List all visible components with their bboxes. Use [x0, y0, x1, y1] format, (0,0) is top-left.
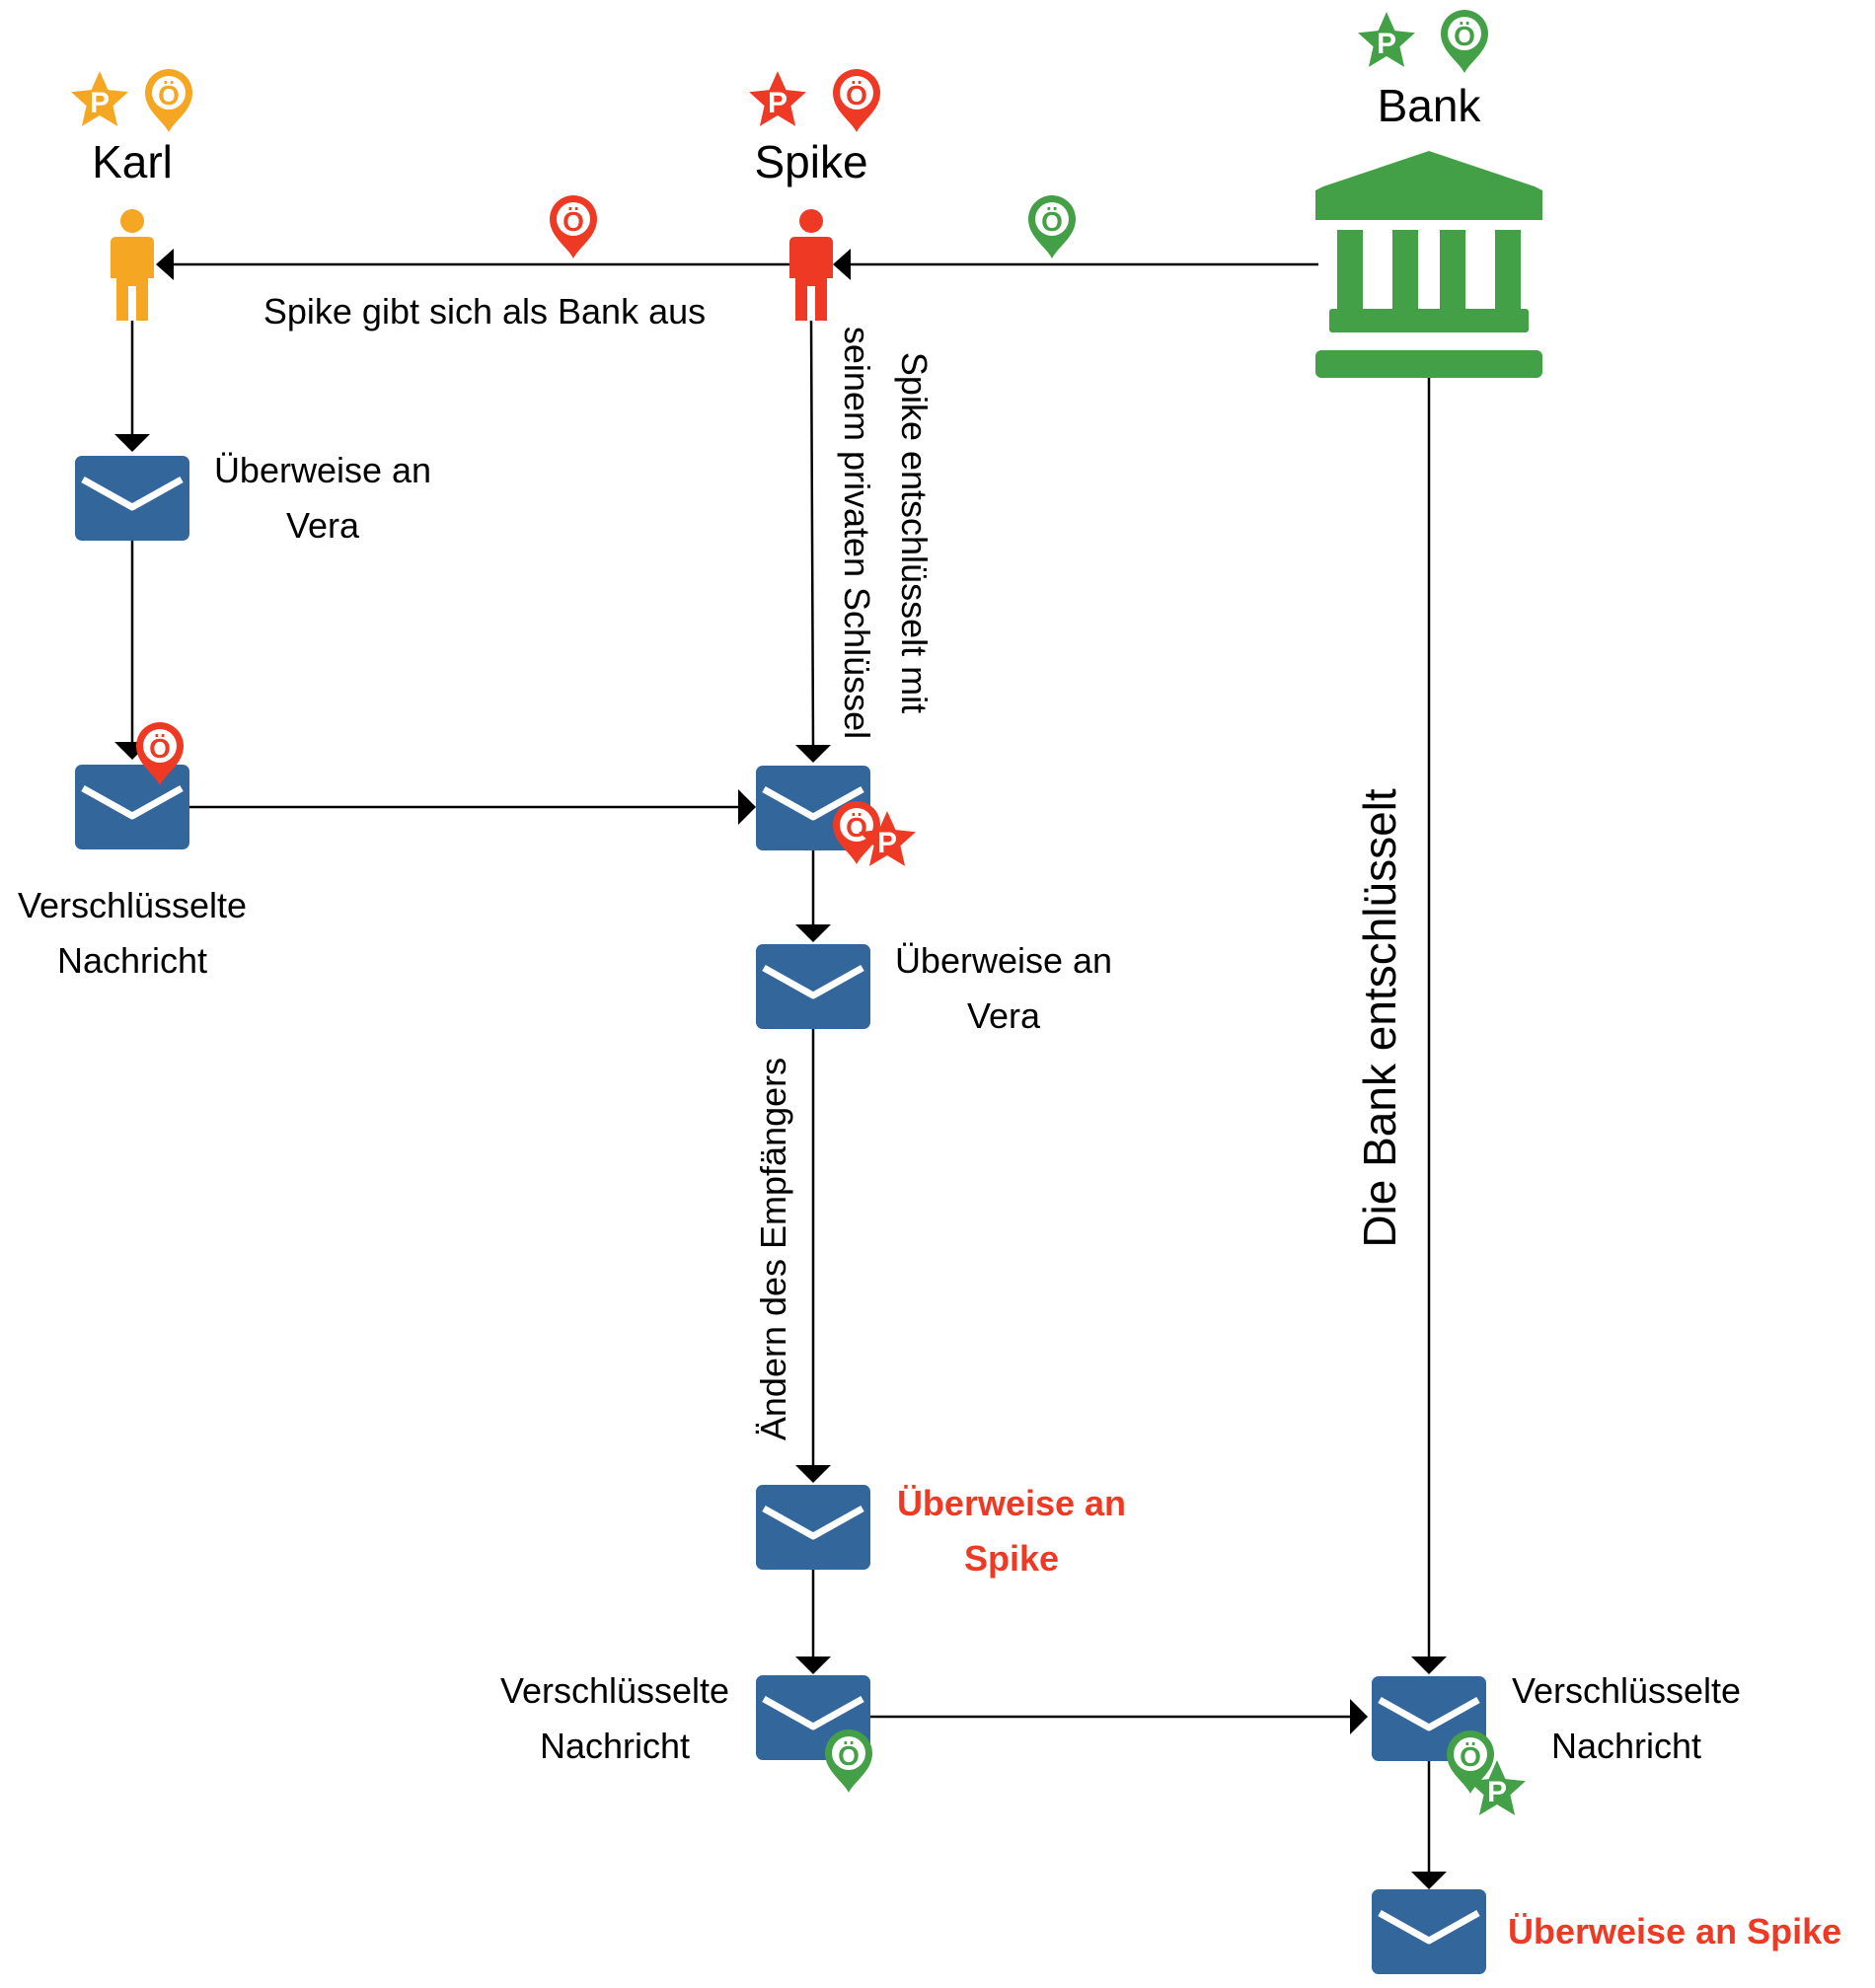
public-key-label: Ö	[846, 80, 867, 110]
connectors	[114, 249, 1447, 1889]
arrowhead	[795, 1465, 831, 1483]
arrowhead	[156, 249, 174, 280]
public-key-label: Ö	[1460, 1741, 1481, 1772]
arrowhead	[795, 745, 831, 763]
message-label: Vera	[967, 995, 1041, 1036]
map-pin-icon: Ö	[136, 722, 184, 785]
person-icon	[111, 209, 154, 321]
star-icon: P	[859, 811, 916, 866]
bank-decrypts-label: Die Bank entschlüsselt	[1354, 788, 1405, 1248]
arrowhead	[795, 1657, 831, 1674]
star-icon: P	[749, 71, 806, 126]
star-icon: P	[71, 71, 128, 126]
modified-message-label: Überweise an	[897, 1483, 1126, 1523]
actor-name-bank: Bank	[1378, 80, 1482, 131]
map-pin-icon: Ö	[825, 1730, 872, 1793]
map-pin-icon: Ö	[550, 195, 597, 258]
public-key-label: Ö	[838, 1740, 860, 1771]
public-key-label: Ö	[1041, 206, 1063, 237]
person-icon	[789, 209, 833, 321]
actor-name-karl: Karl	[92, 136, 173, 187]
map-pin-icon: Ö	[145, 69, 192, 132]
envelope-icon	[75, 456, 189, 541]
public-key-label: Ö	[158, 80, 180, 110]
public-key-label: Ö	[149, 733, 171, 764]
map-pin-icon: Ö	[1028, 195, 1076, 258]
actor-bank: P Ö Bank	[1315, 10, 1542, 378]
encrypted-label: Verschlüsselte	[18, 885, 247, 925]
message-label: Überweise an	[895, 940, 1112, 981]
arrowhead	[114, 434, 150, 452]
private-key-label: P	[877, 827, 897, 859]
public-key-label: Ö	[562, 206, 584, 237]
spike-decrypts-label: Spike entschlüsselt mit	[894, 352, 935, 713]
message-label: Vera	[286, 505, 360, 546]
final-message-label: Überweise an Spike	[1508, 1911, 1841, 1951]
public-key-label: Ö	[846, 812, 867, 843]
map-pin-icon: Ö	[833, 69, 880, 132]
envelope-icon	[756, 1485, 870, 1570]
encrypted-label: Nachricht	[1551, 1726, 1701, 1766]
star-icon: P	[1468, 1760, 1526, 1815]
private-key-label: P	[90, 87, 110, 119]
arrowhead	[1411, 1872, 1447, 1889]
actor-karl: P Ö Karl	[71, 69, 192, 321]
actor-spike: P Ö Spike	[749, 69, 880, 321]
envelope-icon	[75, 765, 189, 849]
arrow-spike-to-intercepted	[809, 320, 815, 749]
spike-decrypts-label: seinem privaten Schlüssel	[837, 327, 877, 739]
envelope-icon	[756, 944, 870, 1029]
message-label: Überweise an	[214, 450, 431, 490]
public-key-label: Ö	[1454, 21, 1475, 51]
arrowhead	[795, 924, 831, 942]
actor-name-spike: Spike	[754, 136, 867, 187]
modified-message-label: Spike	[964, 1538, 1059, 1579]
encrypted-label: Nachricht	[540, 1726, 690, 1766]
private-key-label: P	[1377, 28, 1396, 60]
envelope-icon	[1372, 1889, 1486, 1974]
arrowhead	[1350, 1699, 1368, 1734]
star-icon: P	[1358, 12, 1415, 67]
map-pin-icon: Ö	[1441, 10, 1488, 73]
private-key-label: P	[1487, 1776, 1507, 1808]
map-pin-icon: Ö	[1447, 1730, 1494, 1794]
encrypted-label: Verschlüsselte	[500, 1670, 729, 1711]
bank-icon	[1315, 151, 1542, 378]
encrypted-label: Verschlüsselte	[1512, 1670, 1741, 1711]
impersonation-label: Spike gibt sich als Bank aus	[263, 291, 706, 331]
arrowhead	[833, 249, 851, 280]
change-recipient-label: Ändern des Empfängers	[753, 1058, 793, 1440]
encrypted-label: Nachricht	[57, 940, 207, 981]
arrowhead	[738, 789, 756, 825]
private-key-label: P	[768, 87, 788, 119]
arrowhead	[1411, 1657, 1447, 1674]
